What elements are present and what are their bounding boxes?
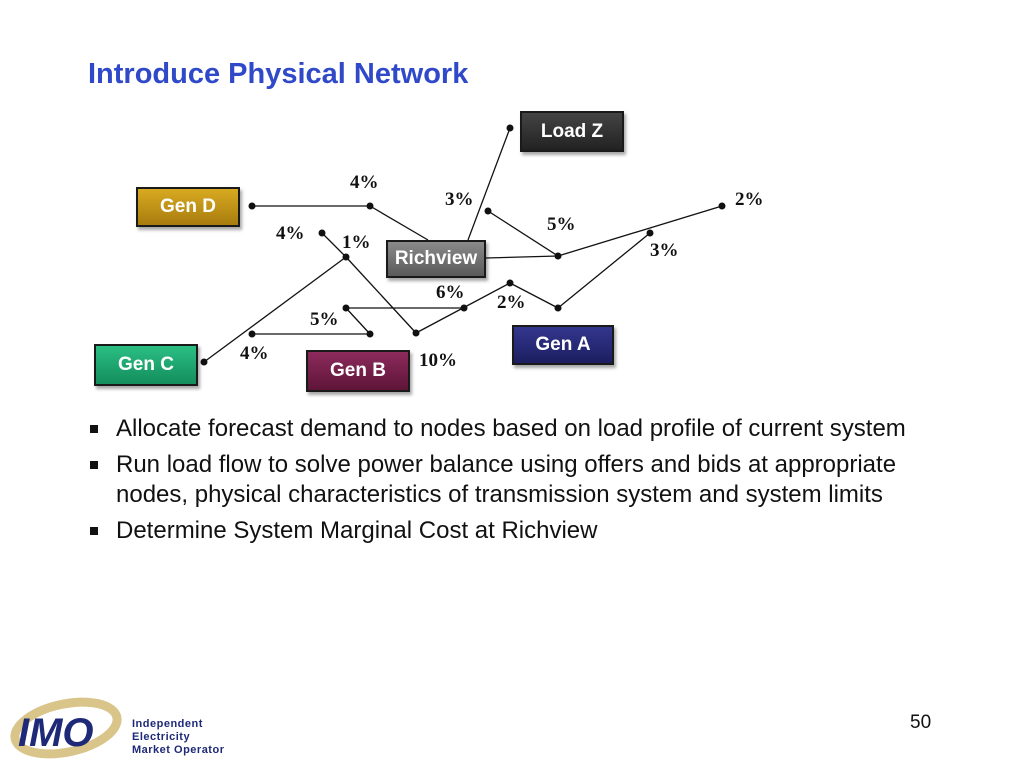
- flow-label: 3%: [445, 189, 474, 210]
- bus-point: [718, 202, 726, 210]
- node-gen-c: Gen C: [94, 344, 198, 386]
- flow-label: 4%: [276, 223, 305, 244]
- bullet-text: Allocate forecast demand to nodes based …: [116, 415, 906, 442]
- flow-label: 5%: [310, 309, 339, 330]
- logo-line: Independent: [132, 718, 203, 730]
- flow-label: 5%: [547, 214, 576, 235]
- logo-line: Market Operator: [132, 744, 225, 756]
- imo-logo: IMO: [10, 697, 122, 759]
- bullet-text: Run load flow to solve power balance usi…: [116, 451, 897, 508]
- node-gen-d: Gen D: [136, 187, 240, 227]
- bullet-item: Run load flow to solve power balance usi…: [88, 450, 908, 510]
- line-lower-diag: [345, 256, 417, 334]
- bus-point: [554, 252, 562, 260]
- line-gen-a: [509, 282, 559, 309]
- node-richview: Richview: [386, 240, 486, 278]
- logo-text: Independent Electricity Market Operator: [132, 718, 224, 757]
- node-gen-b: Gen B: [306, 350, 410, 392]
- bus-point: [506, 124, 514, 132]
- flow-label: 2%: [497, 292, 526, 313]
- bus-point: [506, 279, 514, 287]
- bus-point: [248, 330, 256, 338]
- network-lines: [203, 127, 723, 363]
- logo-mark: IMO: [18, 711, 94, 755]
- flow-label: 6%: [436, 282, 465, 303]
- bullet-square-icon: [90, 527, 98, 535]
- node-gen-a: Gen A: [512, 325, 614, 365]
- flow-label: 4%: [350, 172, 379, 193]
- line-gen-a-up: [557, 232, 651, 309]
- line-hub-to-right: [557, 205, 723, 257]
- bus-point: [318, 229, 326, 237]
- bus-point: [484, 207, 492, 215]
- bullet-list: Allocate forecast demand to nodes based …: [88, 414, 908, 552]
- line-gen-c-diag: [203, 256, 347, 363]
- flow-label: 3%: [650, 240, 679, 261]
- bullet-item: Allocate forecast demand to nodes based …: [88, 414, 908, 444]
- bus-point: [248, 202, 256, 210]
- network-points: [200, 124, 726, 366]
- bullet-text: Determine System Marginal Cost at Richvi…: [116, 517, 598, 544]
- bus-point: [342, 253, 350, 261]
- bus-point: [366, 330, 374, 338]
- flow-label: 10%: [419, 350, 457, 371]
- line-mid-diag: [487, 210, 559, 257]
- bullet-item: Determine System Marginal Cost at Richvi…: [88, 516, 908, 546]
- logo-line: Electricity: [132, 731, 191, 743]
- flow-label: 2%: [735, 189, 764, 210]
- page-number: 50: [910, 712, 932, 733]
- line-load-z: [467, 127, 511, 241]
- slide-title: Introduce Physical Network: [88, 58, 469, 90]
- bus-point: [200, 358, 208, 366]
- bullet-square-icon: [90, 461, 98, 469]
- logo-swoosh: [10, 697, 122, 759]
- flow-label: 4%: [240, 343, 269, 364]
- bus-point: [342, 304, 350, 312]
- bus-point: [412, 329, 420, 337]
- line-top-to-richview: [369, 205, 429, 241]
- node-load-z: Load Z: [520, 111, 624, 152]
- bus-point: [366, 202, 374, 210]
- line-richview-to-hub: [485, 255, 559, 259]
- flow-label: 1%: [342, 232, 371, 253]
- bus-point: [460, 304, 468, 312]
- bus-point: [646, 229, 654, 237]
- bus-point: [554, 304, 562, 312]
- line-five-pct: [345, 307, 371, 335]
- line-stub-left: [321, 232, 347, 258]
- bullet-square-icon: [90, 425, 98, 433]
